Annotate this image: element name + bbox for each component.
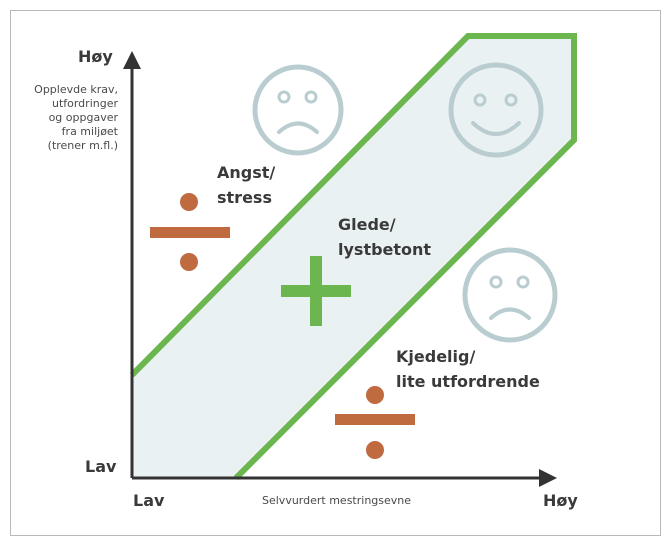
boredom-label-line: Kjedelig/ (396, 347, 475, 366)
flow-happy-face-icon (448, 62, 544, 158)
flow-channel-upper-border (129, 33, 577, 481)
y-axis-title-line: og oppgaver (49, 111, 119, 124)
y-axis-title-line: Opplevde krav, (34, 83, 118, 96)
anxiety-label-line: Angst/ (217, 163, 275, 182)
boredom-label-line: lite utfordrende (396, 372, 540, 391)
y-axis-title-line: utfordringer (52, 97, 118, 110)
x-axis-high-label: Høy (543, 491, 578, 510)
boredom-sad-face-icon (462, 247, 558, 343)
anxiety-sad-face-icon (252, 64, 344, 156)
flow-plus-icon (281, 256, 351, 326)
flow-label-line: Glede/ (338, 215, 396, 234)
y-axis-high-label: Høy (78, 47, 113, 66)
anxiety-division-icon (150, 193, 230, 271)
y-axis-low-label: Lav (85, 457, 117, 476)
flow-channel-band (132, 36, 574, 478)
anxiety-label-line: stress (217, 188, 272, 207)
y-axis-title-line: fra miljøet (62, 125, 119, 138)
y-axis-title-line: (trener m.fl.) (48, 139, 118, 152)
x-axis-low-label: Lav (133, 491, 165, 510)
y-axis-title: Opplevde krav, utfordringer og oppgaver … (34, 83, 119, 152)
flow-label-line: lystbetont (338, 240, 431, 259)
x-axis-title: Selvvurdert mestringsevne (262, 494, 411, 507)
boredom-division-icon (335, 386, 415, 459)
